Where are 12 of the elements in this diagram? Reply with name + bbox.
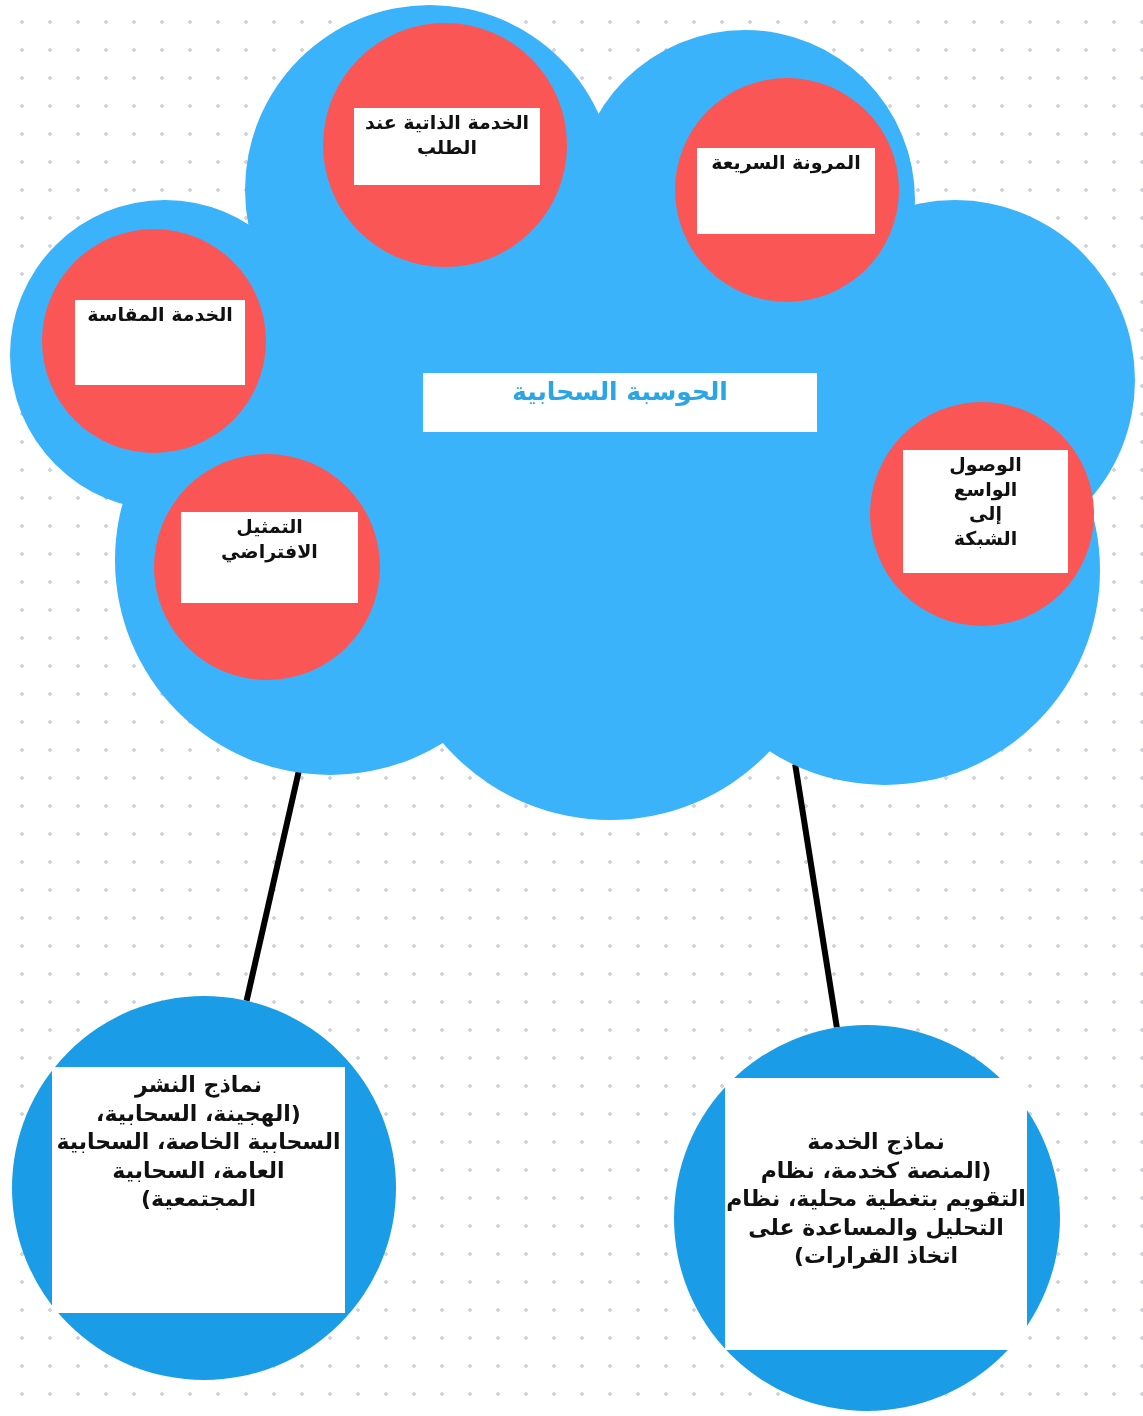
text-box: التمثيل الافتراضي	[181, 512, 358, 603]
heading-text: نماذج الخدمة	[806, 1128, 946, 1157]
connector-line	[243, 770, 302, 1002]
text-box: الخدمة المقاسة	[75, 300, 245, 385]
text-box: الخدمة الذاتية عند الطلب	[354, 108, 540, 185]
body-text: (المنصة كخدمة، نظام التقويم بتغطية محلية، نظام التحليل والمساعدة على اتخاذ القرارات)	[725, 1156, 1027, 1271]
text-box: الوصول الواسع إلى الشبكة	[903, 450, 1068, 573]
text-box: المرونة السريعة	[697, 148, 875, 234]
body-text: (الهجينة، السحابية، السحابية الخاصة، السحابية العامة، السحابية المجتمعية)	[55, 1099, 342, 1214]
heading-text: نماذج النشر	[133, 1071, 263, 1100]
title-box: الحوسبة السحابية	[423, 373, 817, 432]
connector-line	[792, 763, 840, 1028]
